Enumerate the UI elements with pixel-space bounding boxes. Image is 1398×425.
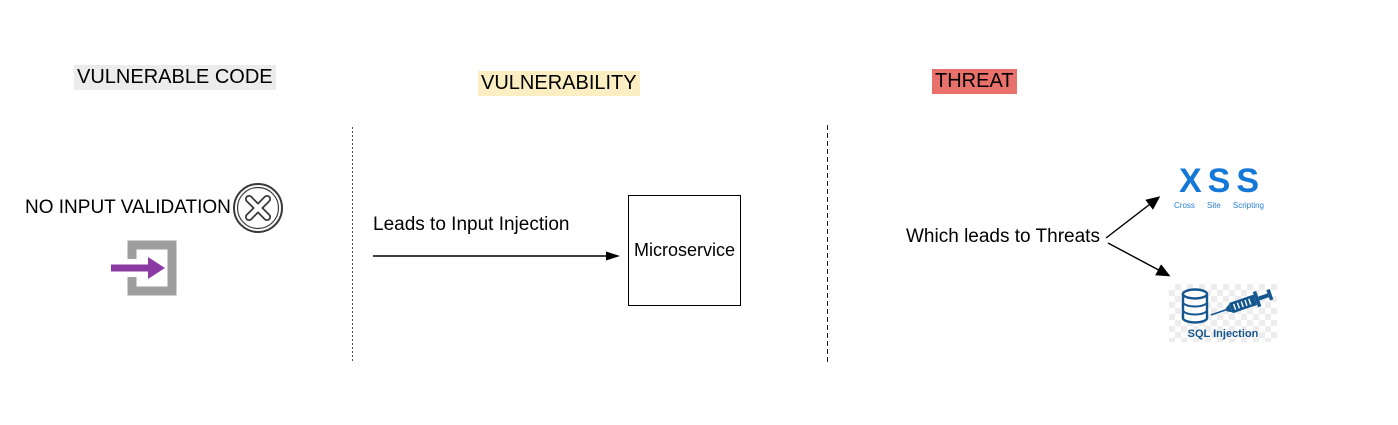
no-input-validation-label: NO INPUT VALIDATION xyxy=(25,197,231,218)
leads-to-input-injection-label: Leads to Input Injection xyxy=(373,214,570,235)
xss-logo: XSS Cross Site Scripting xyxy=(1174,164,1264,210)
sql-injection-badge: SQL Injection xyxy=(1169,284,1277,342)
input-injection-arrow xyxy=(373,251,620,261)
section-header-vulnerable-code: VULNERABLE CODE xyxy=(74,65,276,90)
microservice-box: Microservice xyxy=(628,195,741,306)
section-divider-left xyxy=(352,127,353,363)
sql-injection-label: SQL Injection xyxy=(1187,328,1259,340)
sql-injection-graphic xyxy=(1181,288,1274,324)
section-header-vulnerability: VULNERABILITY xyxy=(478,71,640,96)
xss-word-cross: Cross xyxy=(1174,201,1195,210)
section-header-threat: THREAT xyxy=(932,69,1017,94)
syringe-icon xyxy=(1210,288,1274,316)
xss-word-site: Site xyxy=(1206,201,1221,210)
microservice-box-label: Microservice xyxy=(633,240,735,260)
xss-word-scripting: Scripting xyxy=(1232,201,1264,210)
database-cylinder-icon xyxy=(1181,288,1209,324)
login-arrow-icon xyxy=(111,240,177,296)
xss-logo-title: XSS xyxy=(1178,162,1266,200)
circled-x-icon xyxy=(233,183,283,233)
section-divider-right xyxy=(827,125,828,365)
which-leads-to-threats-label: Which leads to Threats xyxy=(906,226,1100,247)
xss-logo-subtitle: Cross Site Scripting xyxy=(1174,201,1264,210)
threat-fork-arrows xyxy=(1105,196,1171,277)
